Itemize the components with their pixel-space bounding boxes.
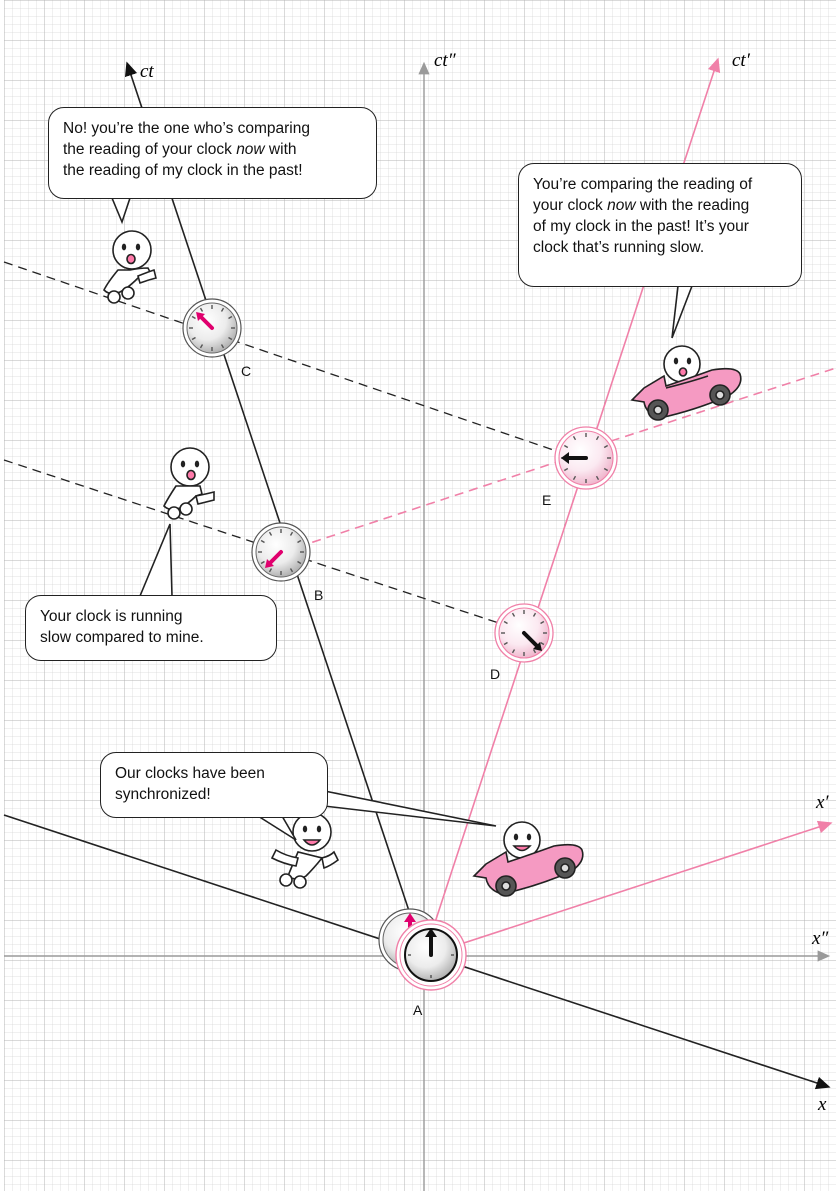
bubble-line: Our clocks have been: [115, 765, 265, 782]
bubble-line: the reading of my clock in the past!: [63, 162, 303, 179]
bubble-line: of my clock in the past! It’s your: [533, 218, 749, 235]
moving-observer-car-top: [630, 345, 742, 421]
bubble-line: the reading of your clock now with: [63, 141, 297, 158]
simultaneity-line-D: [297, 460, 561, 548]
event-label-E: E: [542, 492, 551, 508]
speech-bubble-moving-top: You’re comparing the reading of your clo…: [518, 163, 802, 287]
x-double-prime-axis-label: x″: [811, 928, 829, 949]
moving-observer-car-bottom: [472, 821, 584, 897]
bubble-tail-stand-mid: [139, 523, 173, 597]
speech-bubble-stationary-top: No! you’re the one who’s comparing the r…: [48, 107, 377, 199]
simultaneity-line-C: [3, 261, 569, 456]
bubble-tail-car-top: [671, 285, 693, 339]
bubble-line: No! you’re the one who’s comparing: [63, 120, 310, 137]
event-label-A: A: [413, 1002, 423, 1018]
x-axis-label: x: [817, 1094, 827, 1115]
stationary-observer-bottom: [270, 812, 340, 889]
x-prime-axis-label: x′: [815, 792, 829, 813]
stationary-observer-middle: [163, 447, 215, 520]
bubble-line: Your clock is running: [40, 608, 183, 625]
stationary-observer-top: [103, 230, 157, 304]
ct-double-prime-axis-label: ct″: [434, 50, 457, 71]
bubble-line: your clock now with the reading: [533, 197, 750, 214]
clock-A-pink-frame: [395, 919, 467, 991]
clock-C: [182, 298, 242, 358]
ct-axis-label: ct: [140, 61, 154, 82]
event-label-B: B: [314, 587, 323, 603]
speech-bubble-stationary-middle: Your clock is running slow compared to m…: [25, 595, 277, 661]
speech-bubble-synchronized: Our clocks have been synchronized!: [100, 752, 328, 818]
clock-D: [494, 603, 554, 663]
clock-B: [251, 522, 311, 582]
simultaneity-line-E: [567, 367, 837, 456]
clock-E: [554, 426, 618, 490]
bubble-tail-sync-left: [257, 815, 297, 841]
event-label-D: D: [490, 666, 500, 682]
bubble-line: clock that’s running slow.: [533, 239, 705, 256]
bubble-line: You’re comparing the reading of: [533, 176, 753, 193]
bubble-tail-sync-right: [299, 785, 497, 827]
bubble-tail-stand-top: [111, 197, 131, 225]
bubble-line: slow compared to mine.: [40, 629, 204, 646]
x-prime-axis: [423, 820, 833, 957]
ct-prime-axis-label: ct′: [732, 50, 751, 71]
bubble-line: synchronized!: [115, 786, 211, 803]
event-label-C: C: [241, 363, 251, 379]
